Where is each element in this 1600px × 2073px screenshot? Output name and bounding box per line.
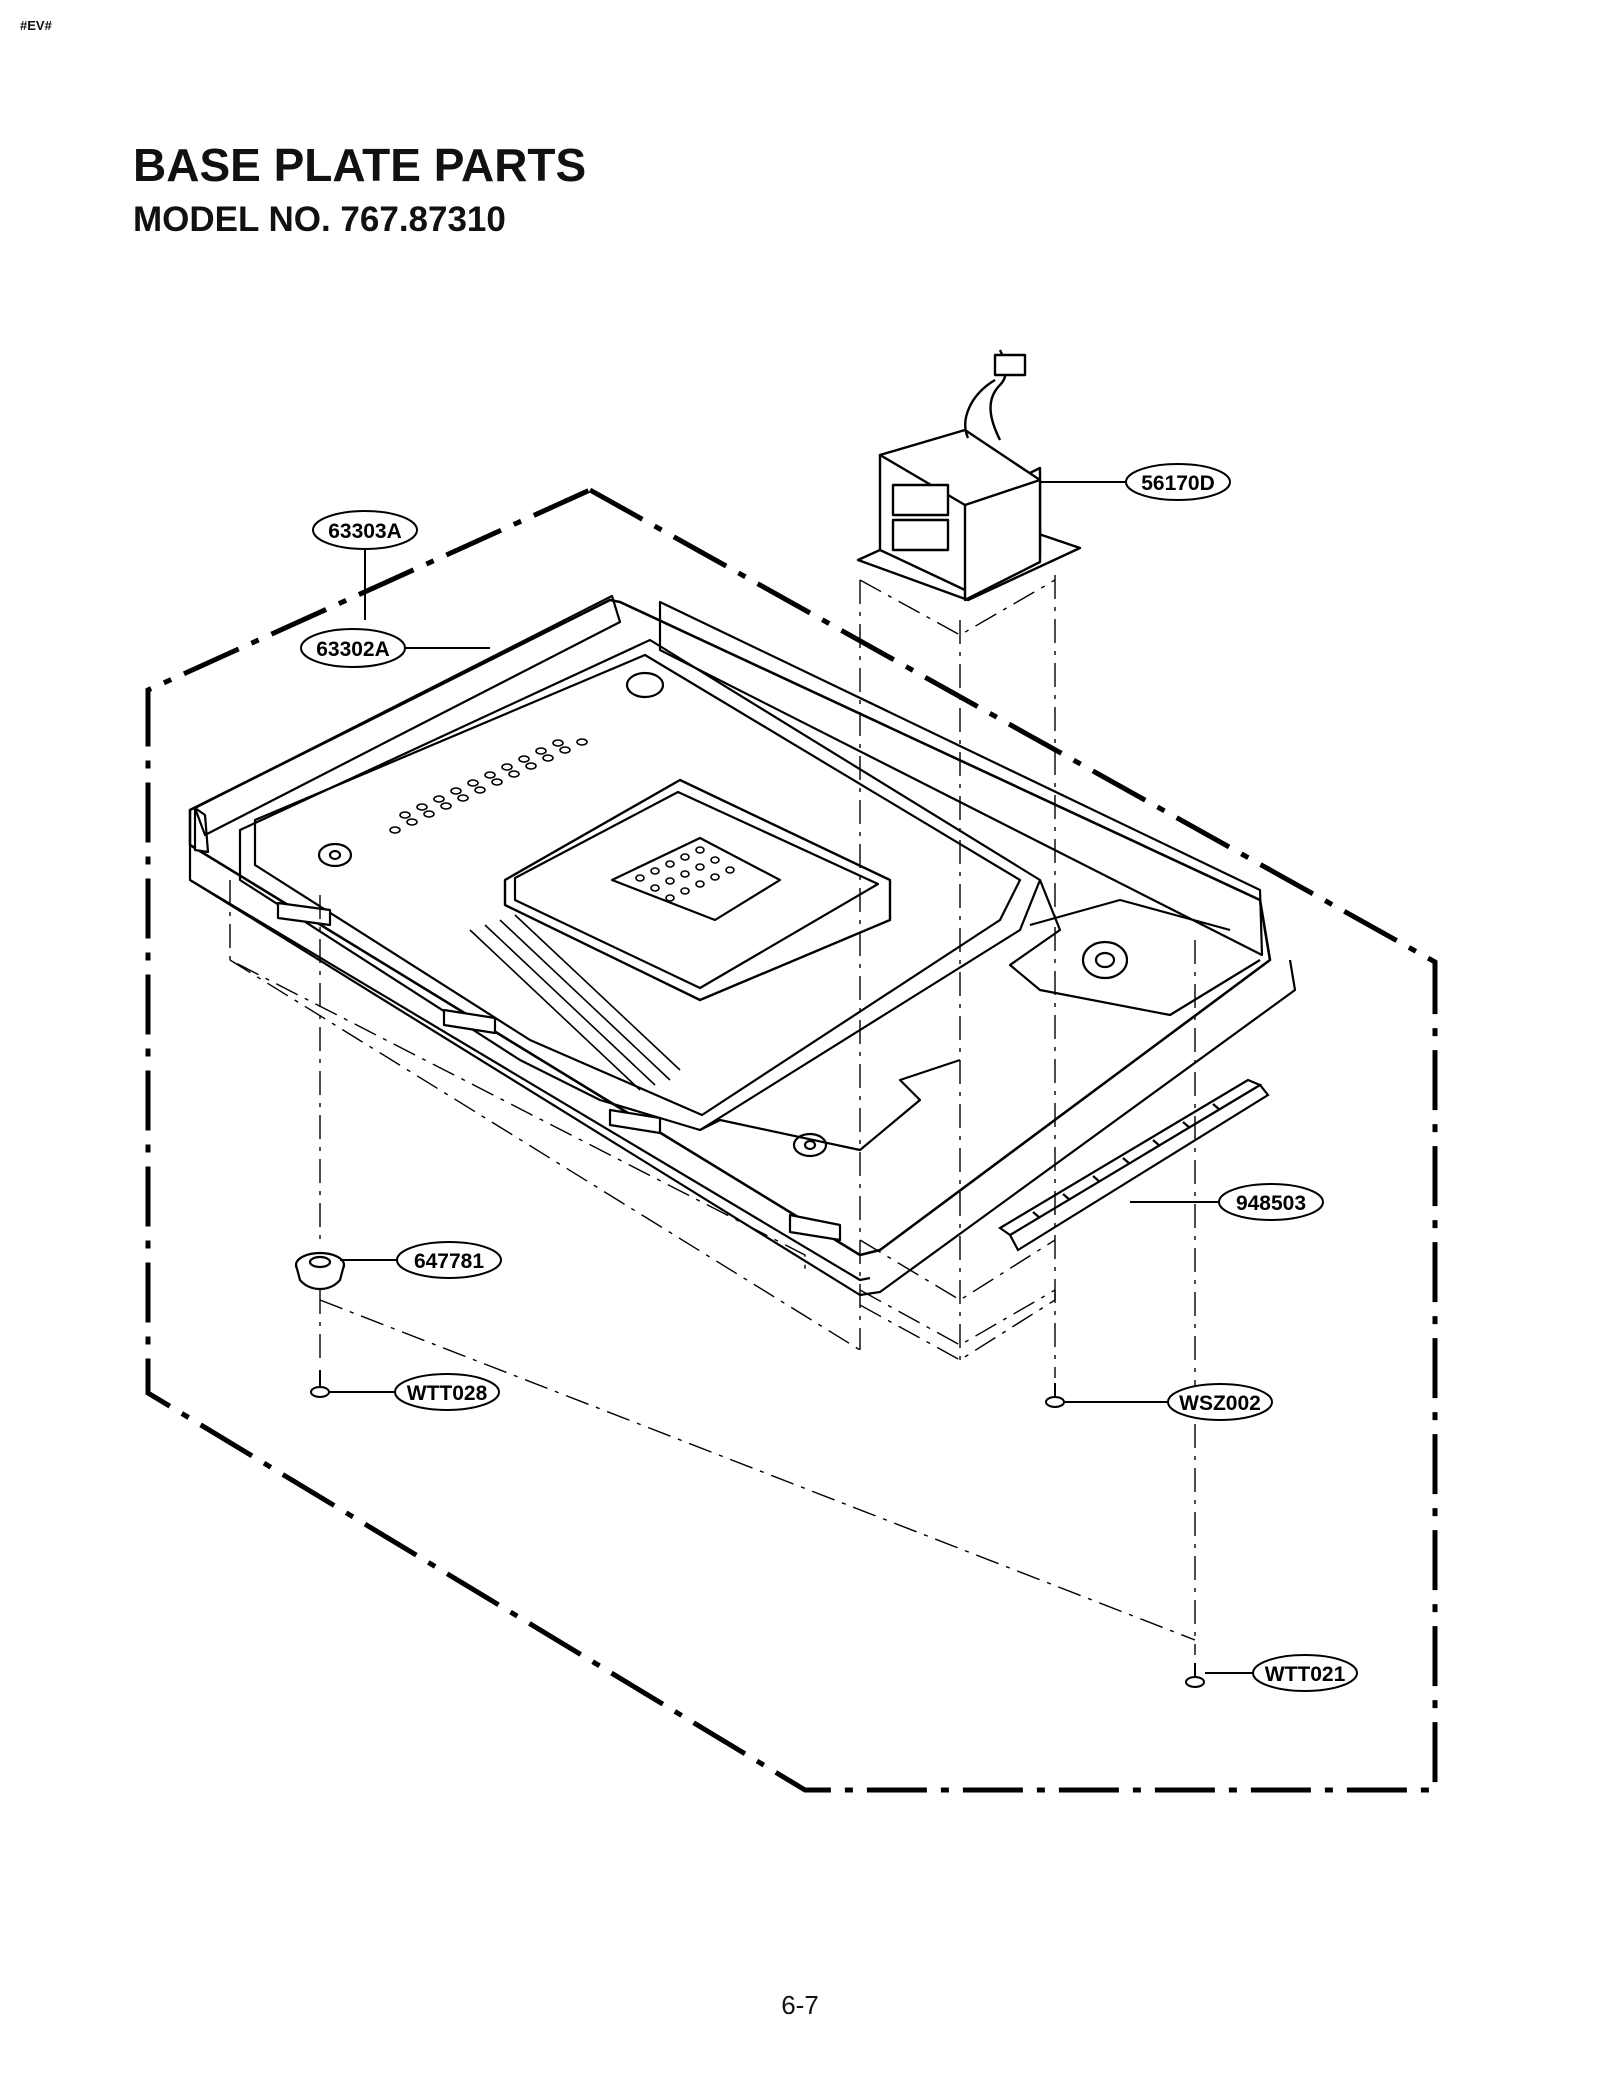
page-number: 6-7 (781, 1990, 819, 2020)
callout-WSZ002[interactable]: WSZ002 (1167, 1383, 1273, 1421)
screw-wtt021-icon (1185, 1663, 1205, 1688)
page-title: BASE PLATE PARTS (133, 139, 587, 191)
vent-perforations (389, 738, 735, 1091)
callout-56170D[interactable]: 56170D (1125, 463, 1231, 501)
foot-drawing (294, 1251, 346, 1291)
callout-WTT021[interactable]: WTT021 (1252, 1654, 1358, 1692)
transformer-drawing (856, 349, 1082, 602)
callout-647781[interactable]: 647781 (396, 1241, 502, 1279)
callout-WTT028[interactable]: WTT028 (394, 1373, 500, 1411)
callout-63303A[interactable]: 63303A (312, 510, 418, 550)
screw-wtt028-icon (310, 1370, 330, 1398)
screw-wsz002-icon (1045, 1383, 1065, 1408)
callout-63302A[interactable]: 63302A (300, 628, 406, 668)
part-label-56170D: 56170D (1141, 472, 1215, 495)
assembly-boundary (145, 487, 1438, 1793)
model-number: MODEL NO. 767.87310 (133, 200, 506, 239)
part-label-948503: 948503 (1236, 1192, 1306, 1215)
document-code-mark: #EV# (20, 18, 52, 33)
part-label-63303A: 63303A (328, 520, 402, 543)
leader-lines (330, 481, 1253, 1674)
part-label-WSZ002: WSZ002 (1179, 1392, 1261, 1415)
screw-drawings (310, 1370, 1205, 1688)
part-label-WTT021: WTT021 (1265, 1663, 1346, 1686)
projection-lines (229, 575, 1196, 1655)
base-plate-drawing (188, 594, 1297, 1297)
callout-948503[interactable]: 948503 (1218, 1183, 1324, 1221)
part-label-647781: 647781 (414, 1250, 484, 1273)
part-label-63302A: 63302A (316, 638, 390, 661)
part-label-WTT028: WTT028 (407, 1382, 488, 1405)
